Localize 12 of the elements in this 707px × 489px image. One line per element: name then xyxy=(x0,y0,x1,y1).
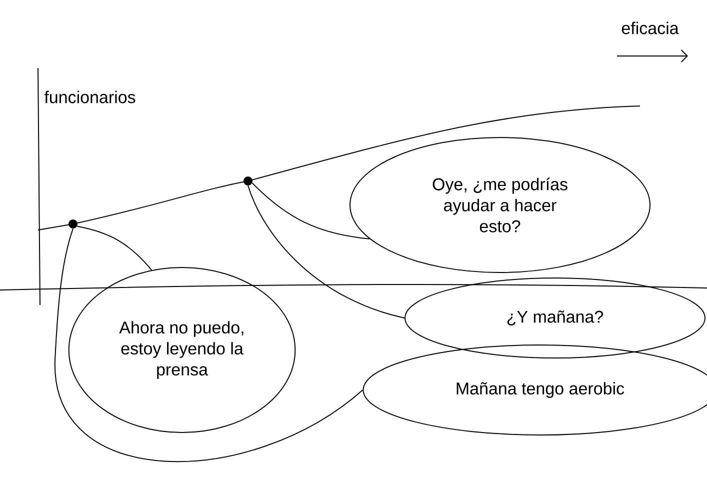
axis-label: funcionarios xyxy=(44,90,136,104)
bubble-tail xyxy=(54,228,364,462)
speech-bubble: Mañana tengo aerobic xyxy=(362,344,707,436)
speech-bubble: Ahora no puedo, estoy leyendo la prensa xyxy=(68,267,296,433)
speech-bubble: ¿Y mañana? xyxy=(404,278,706,358)
bubble-tail xyxy=(76,226,152,271)
point-dot xyxy=(244,176,252,186)
axis-label: eficacia xyxy=(622,22,679,34)
bubble-tail xyxy=(252,182,370,240)
speech-bubble: Oye, ¿me podrías ayudar a hacer esto? xyxy=(350,137,650,273)
bubble-tail xyxy=(248,185,405,318)
point-dot xyxy=(68,219,78,228)
